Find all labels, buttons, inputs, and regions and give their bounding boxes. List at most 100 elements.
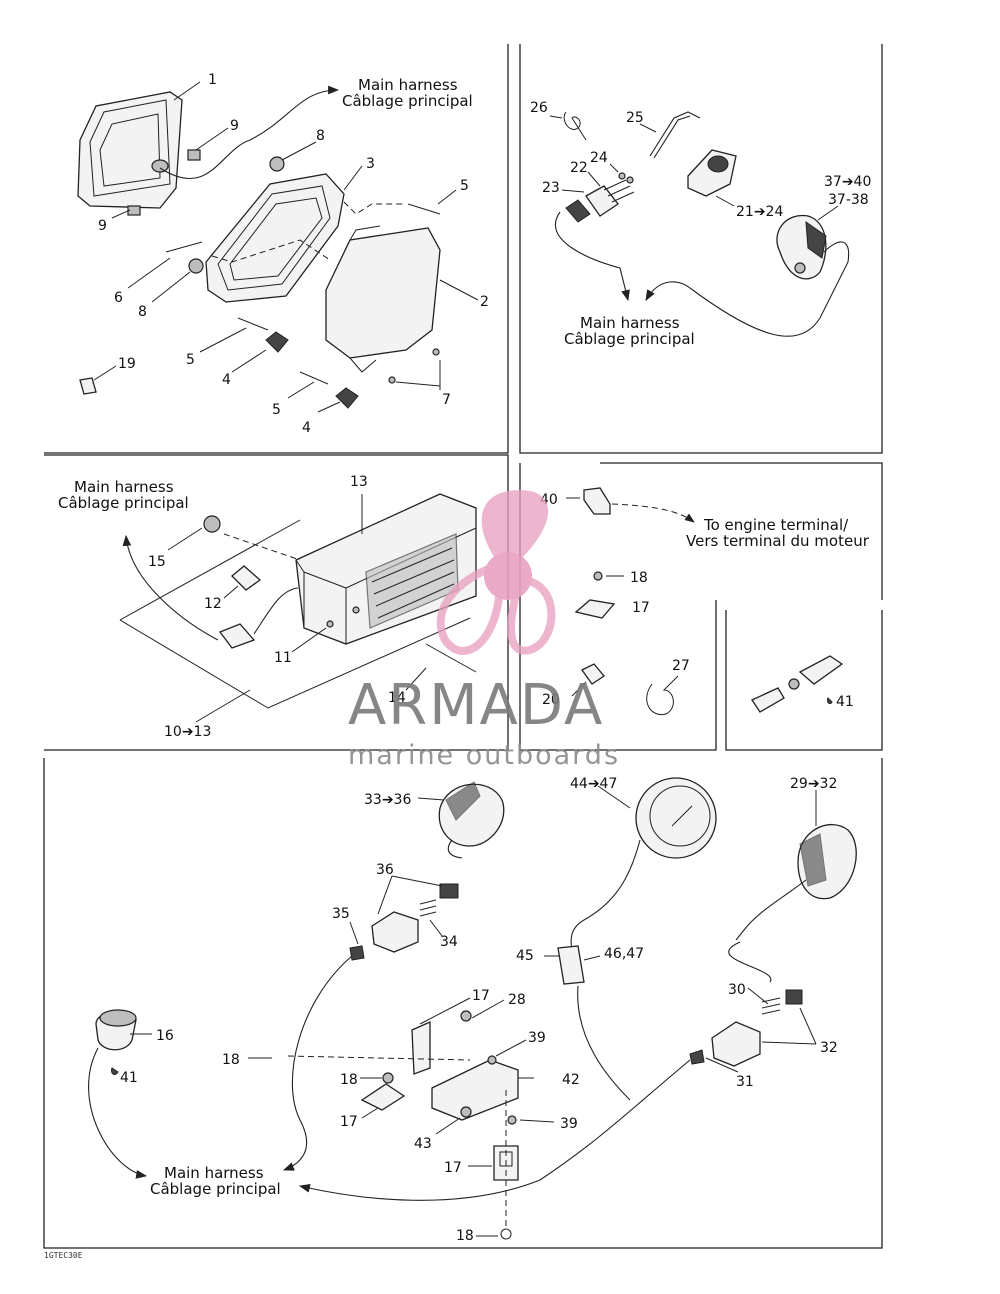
callout-25: 25 (626, 110, 644, 126)
connector-30 (689, 989, 803, 1067)
callout-22: 22 (570, 160, 588, 176)
callout-7: 7 (442, 392, 451, 408)
harness-label-fr-c: Câblage principal (58, 494, 189, 512)
callout-43: 43 (414, 1136, 432, 1152)
callout-42: 42 (562, 1072, 580, 1088)
headlight-bezel (205, 173, 345, 303)
harness-label-en-d: Main harness (164, 1164, 264, 1182)
harness-label-en-a: Main harness (358, 76, 458, 94)
callout-8a: 8 (316, 128, 325, 144)
connector-34 (349, 883, 459, 961)
callout-13: 13 (350, 474, 368, 490)
callout-39a: 39 (528, 1030, 546, 1046)
callout-30: 30 (728, 982, 746, 998)
gauge-29 (735, 824, 857, 941)
callout-17c: 17 (340, 1114, 358, 1130)
callout-9a: 9 (230, 118, 239, 134)
panel-frames (43, 44, 883, 1249)
callout-5b: 5 (186, 352, 195, 368)
callout-17b: 17 (472, 988, 490, 1004)
key-37 (776, 214, 850, 319)
callout-4b: 4 (302, 420, 311, 436)
clip-17a (574, 599, 616, 619)
bulb-12 (231, 565, 262, 591)
callout-11: 11 (274, 650, 292, 666)
clip-19 (79, 377, 97, 395)
watermark: ARMADA marine outboards (348, 490, 620, 771)
callout-15: 15 (148, 554, 166, 570)
headlight-lens (77, 91, 183, 209)
switch-panel: 26 25 24 22 23 21➔24 37➔40 37-38 Main ha… (530, 100, 871, 348)
callout-39b: 39 (560, 1116, 578, 1132)
callout-19: 19 (118, 356, 136, 372)
grommet-8a (269, 156, 285, 172)
bulb-panel: 41 (751, 655, 854, 713)
callout-44-47: 44➔47 (570, 776, 617, 792)
callout-14: 14 (388, 690, 406, 706)
nut-4a (265, 331, 289, 353)
callout-9b: 9 (98, 218, 107, 234)
terminal-40 (583, 487, 611, 515)
terminal-panel: 40 18 17 27 20 To engine terminal/ Vers … (540, 487, 870, 716)
callout-45: 45 (516, 948, 534, 964)
callout-34: 34 (440, 934, 458, 950)
watermark-tagline: marine outboards (348, 740, 620, 771)
connector-45 (557, 945, 585, 985)
connector-11 (218, 623, 256, 649)
callout-28: 28 (508, 992, 526, 1008)
taillight-body (295, 493, 477, 645)
bracket-42 (411, 1010, 519, 1121)
callout-18d: 18 (456, 1228, 474, 1244)
callout-23: 23 (542, 180, 560, 196)
callout-37-38: 37-38 (828, 192, 869, 208)
harness-label-fr-d: Câblage principal (150, 1180, 281, 1198)
tie-26 (563, 111, 587, 141)
indicator-16 (95, 1009, 137, 1051)
callout-5a: 5 (460, 178, 469, 194)
clip-20 (581, 663, 605, 685)
headlight-panel: 1 9 9 8 3 5 2 6 8 5 4 5 4 7 19 Main harn… (77, 72, 489, 436)
engine-label-fr: Vers terminal du moteur (686, 532, 870, 550)
callout-17d: 17 (444, 1160, 462, 1176)
callout-4a: 4 (222, 372, 231, 388)
callout-29-32: 29➔32 (790, 776, 837, 792)
callout-16: 16 (156, 1028, 174, 1044)
grommet-18d (500, 1228, 512, 1240)
callout-32: 32 (820, 1040, 838, 1056)
nut-4b (335, 387, 359, 409)
harness-label-en-c: Main harness (74, 478, 174, 496)
clip-17b (360, 1083, 406, 1111)
gauge-44 (570, 777, 717, 951)
callout-21-24: 21➔24 (736, 204, 783, 220)
gauges-panel: 33➔36 36 35 34 44➔47 29➔32 45 46,47 16 4… (88, 776, 857, 1244)
propeller-logo-icon (436, 490, 556, 655)
callout-46-47: 46,47 (604, 946, 644, 962)
callout-10-13: 10➔13 (164, 724, 211, 740)
callout-17a: 17 (632, 600, 650, 616)
callout-37-40: 37➔40 (824, 174, 871, 190)
callout-2: 2 (480, 294, 489, 310)
connector-23 (565, 179, 635, 223)
headlight-housing (325, 225, 441, 373)
callout-33-36: 33➔36 (364, 792, 411, 808)
grommet-15 (203, 515, 221, 533)
tie-27 (646, 675, 679, 716)
callout-1: 1 (208, 72, 217, 88)
pilot-light-33 (438, 781, 505, 859)
callout-27: 27 (672, 658, 690, 674)
callout-41b: 41 (120, 1070, 138, 1086)
callout-41a: 41 (836, 694, 854, 710)
callout-18a: 18 (630, 570, 648, 586)
callout-20: 20 (542, 692, 560, 708)
bulb-socket (751, 687, 785, 713)
callout-18c: 18 (340, 1072, 358, 1088)
callout-8b: 8 (138, 304, 147, 320)
callout-36: 36 (376, 862, 394, 878)
harness-label-en-b: Main harness (580, 314, 680, 332)
clip-9a (187, 149, 201, 161)
switch-21 (687, 149, 737, 197)
harness-label-fr-b: Câblage principal (564, 330, 695, 348)
callout-26: 26 (530, 100, 548, 116)
diagram-code: 1GTEC30E (44, 1251, 83, 1260)
